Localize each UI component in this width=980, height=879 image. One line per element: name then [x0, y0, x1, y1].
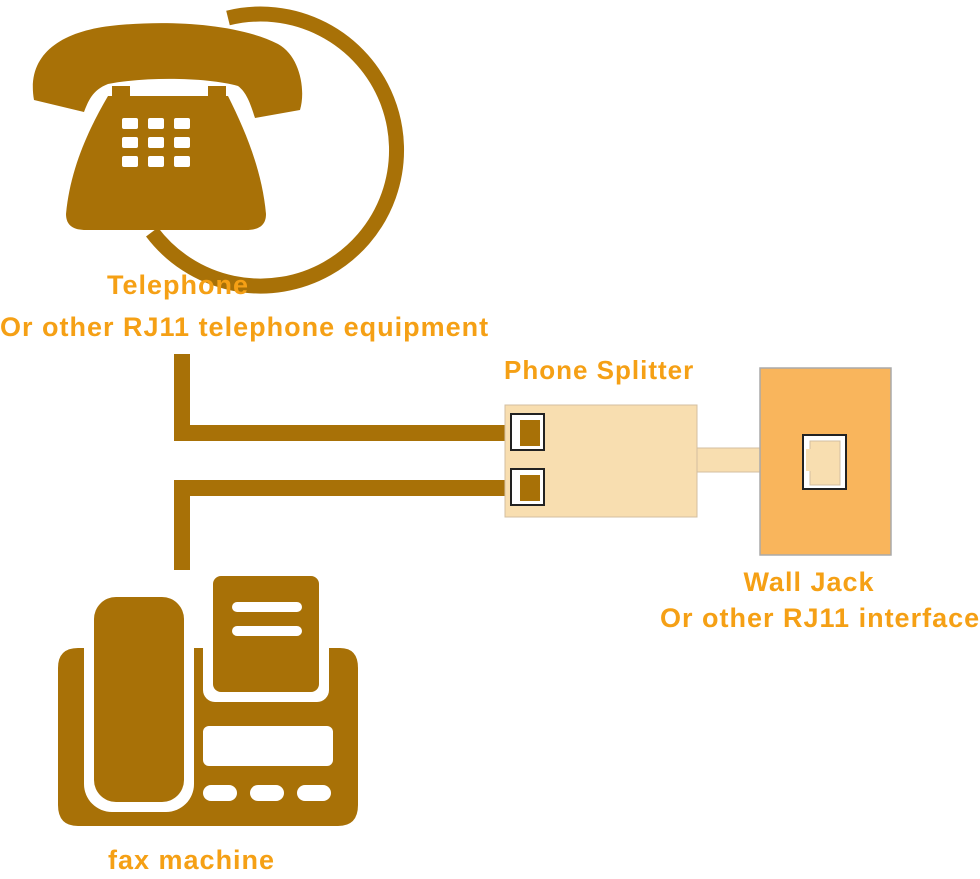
fax-paper-line [232, 602, 302, 612]
cable-telephone-to-splitter [174, 354, 527, 441]
fax-machine-icon [58, 566, 358, 826]
fax-machine-label: fax machine [108, 845, 276, 875]
cables [174, 354, 527, 570]
diagram-canvas: Telephone Or other RJ11 telephone equipm… [0, 6, 980, 875]
key [122, 118, 138, 129]
key [122, 137, 138, 148]
key [122, 156, 138, 167]
wall-jack-cord-join [806, 449, 818, 471]
diagram-svg [32, 6, 892, 826]
telephone-sublabel: Or other RJ11 telephone equipment [0, 312, 490, 342]
key [148, 156, 164, 167]
fax-handset [94, 597, 184, 802]
wall-jack [759, 367, 892, 556]
cable-fax-to-splitter [174, 480, 527, 570]
wall-jack-label: Wall Jack [743, 567, 875, 597]
telephone-handset [32, 23, 303, 119]
telephone-ring-arc [146, 6, 404, 294]
rotary-telephone-icon [32, 6, 404, 294]
telephone-base [66, 96, 266, 230]
wall-jack-sublabel: Or other RJ11 interface [660, 603, 980, 633]
telephone-label: Telephone [106, 270, 249, 300]
phone-splitter-label: Phone Splitter [504, 355, 695, 385]
fax-button [203, 785, 237, 801]
key [174, 137, 190, 148]
fax-button [297, 785, 331, 801]
key [174, 156, 190, 167]
key [174, 118, 190, 129]
telephone-keypad [122, 118, 190, 167]
key [148, 137, 164, 148]
fax-button [250, 785, 284, 801]
splitter-plug-2 [520, 475, 540, 501]
fax-paper-line [232, 626, 302, 636]
key [148, 118, 164, 129]
fax-display [203, 726, 333, 766]
splitter-plug-1 [520, 420, 540, 446]
